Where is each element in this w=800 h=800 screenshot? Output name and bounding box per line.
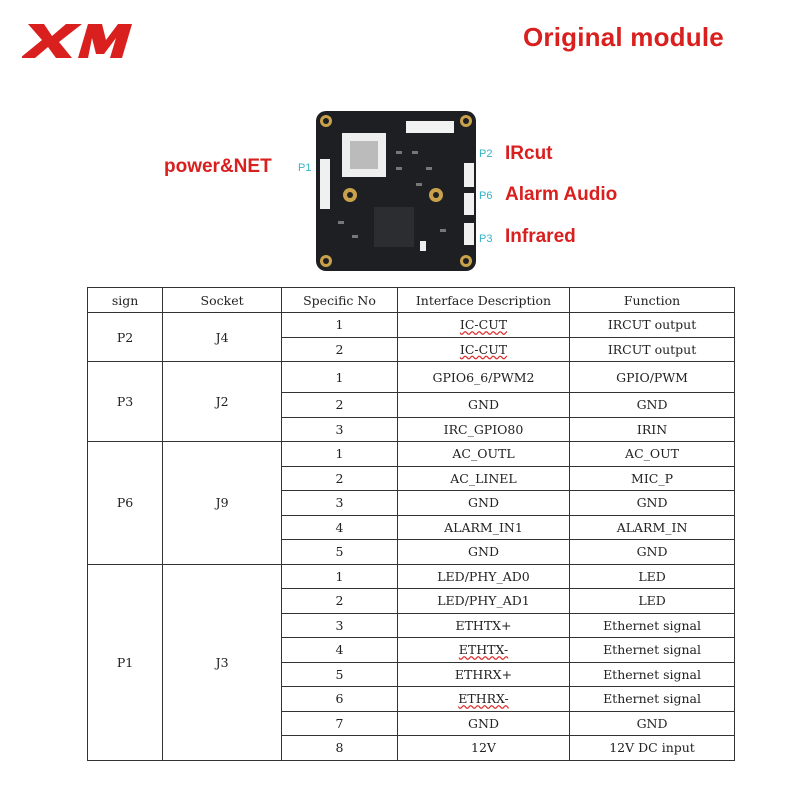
func-cell: IRCUT output: [569, 336, 735, 362]
desc-cell: IRC_GPIO80: [396, 416, 571, 442]
table-row: 7 GND GND: [88, 710, 735, 736]
no-cell: 1: [281, 441, 398, 467]
table-row: 2 GND GND: [88, 392, 735, 418]
table-row: 4 ETHTX- Ethernet signal: [88, 637, 735, 663]
no-cell: 7: [281, 710, 398, 736]
desc-cell: GPIO6_6/PWM2: [396, 361, 571, 393]
table-row: 3 IRC_GPIO80 IRIN: [88, 416, 735, 442]
desc-cell: GND: [396, 392, 571, 418]
desc-cell: GND: [396, 710, 571, 736]
socket-cell: J4: [162, 312, 283, 362]
no-cell: 2: [281, 465, 398, 491]
no-cell: 4: [281, 637, 398, 663]
header-socket: Socket: [162, 287, 283, 313]
desc-cell: ETHRX+: [396, 661, 571, 687]
func-cell: LED: [569, 563, 735, 589]
no-cell: 1: [281, 563, 398, 589]
sign-cell: P2: [86, 312, 164, 362]
func-cell: AC_OUT: [569, 441, 735, 467]
camera-module-image: [316, 111, 476, 271]
no-cell: 2: [281, 588, 398, 614]
table-row: P2 J4 1 IC-CUT IRCUT output: [86, 312, 735, 362]
socket-cell: J2: [162, 361, 283, 442]
header-interface-description: Interface Description: [396, 287, 571, 313]
func-cell: 12V DC input: [569, 735, 735, 761]
no-cell: 8: [281, 735, 398, 761]
desc-cell: ETHTX+: [396, 612, 571, 638]
table-row: 8 12V 12V DC input: [88, 735, 735, 761]
func-cell: GND: [569, 710, 735, 736]
label-infrared: Infrared: [505, 226, 576, 247]
label-power-net: power&NET: [164, 156, 272, 177]
table-row: 2 IC-CUT IRCUT output: [88, 336, 735, 362]
no-cell: 2: [281, 336, 398, 362]
no-cell: 5: [281, 661, 398, 687]
header-sign: sign: [86, 287, 164, 313]
func-cell: GPIO/PWM: [569, 361, 735, 393]
no-cell: 6: [281, 686, 398, 712]
func-cell: ALARM_IN: [569, 514, 735, 540]
table-row: 6 ETHRX- Ethernet signal: [88, 686, 735, 712]
func-cell: GND: [569, 539, 735, 565]
no-cell: 3: [281, 612, 398, 638]
label-p3: P3: [479, 233, 493, 245]
table-row: P1 J3 1 LED/PHY_AD0 LED: [86, 563, 735, 761]
desc-cell: IC-CUT: [396, 312, 571, 338]
desc-cell: ETHRX-: [396, 686, 571, 712]
no-cell: 2: [281, 392, 398, 418]
label-alarm-audio: Alarm Audio: [505, 184, 618, 205]
no-cell: 5: [281, 539, 398, 565]
func-cell: LED: [569, 588, 735, 614]
header-function: Function: [569, 287, 735, 313]
label-p2: P2: [479, 148, 493, 160]
no-cell: 1: [281, 361, 398, 393]
page-title: Original module: [523, 22, 724, 52]
no-cell: 4: [281, 514, 398, 540]
func-cell: Ethernet signal: [569, 661, 735, 687]
desc-cell: LED/PHY_AD1: [396, 588, 571, 614]
socket-cell: J9: [162, 441, 283, 565]
table-row: 5 GND GND: [88, 539, 735, 565]
xm-logo: [22, 24, 132, 58]
table-row: 3 GND GND: [88, 490, 735, 516]
header-specific-no: Specific No: [281, 287, 398, 313]
no-cell: 1: [281, 312, 398, 338]
no-cell: 3: [281, 416, 398, 442]
func-cell: GND: [569, 490, 735, 516]
desc-cell: GND: [396, 539, 571, 565]
sign-cell: P6: [86, 441, 164, 565]
desc-cell: GND: [396, 490, 571, 516]
desc-cell: AC_LINEL: [396, 465, 571, 491]
sign-cell: P1: [86, 563, 164, 761]
desc-cell: ETHTX-: [396, 637, 571, 663]
sign-cell: P3: [86, 361, 164, 442]
label-ircut: IRcut: [505, 143, 553, 164]
table-row: 3 ETHTX+ Ethernet signal: [88, 612, 735, 638]
desc-cell: LED/PHY_AD0: [396, 563, 571, 589]
desc-cell: AC_OUTL: [396, 441, 571, 467]
func-cell: Ethernet signal: [569, 612, 735, 638]
func-cell: Ethernet signal: [569, 637, 735, 663]
func-cell: MIC_P: [569, 465, 735, 491]
func-cell: GND: [569, 392, 735, 418]
label-p1: P1: [298, 162, 312, 174]
desc-cell: IC-CUT: [396, 336, 571, 362]
no-cell: 3: [281, 490, 398, 516]
func-cell: IRCUT output: [569, 312, 735, 338]
socket-cell: J3: [162, 563, 283, 761]
table-header-row: sign Socket Specific No Interface Descri…: [86, 287, 735, 313]
desc-cell: ALARM_IN1: [396, 514, 571, 540]
func-cell: Ethernet signal: [569, 686, 735, 712]
table-row: P3 J2 1 GPIO6_6/PWM2 GPIO/PWM: [86, 361, 735, 442]
interface-table: sign Socket Specific No Interface Descri…: [86, 287, 735, 761]
table-row: P6 J9 1 AC_OUTL AC_OUT: [86, 441, 735, 565]
table-row: 2 LED/PHY_AD1 LED: [88, 588, 735, 614]
label-p6: P6: [479, 190, 493, 202]
desc-cell: 12V: [396, 735, 571, 761]
func-cell: IRIN: [569, 416, 735, 442]
